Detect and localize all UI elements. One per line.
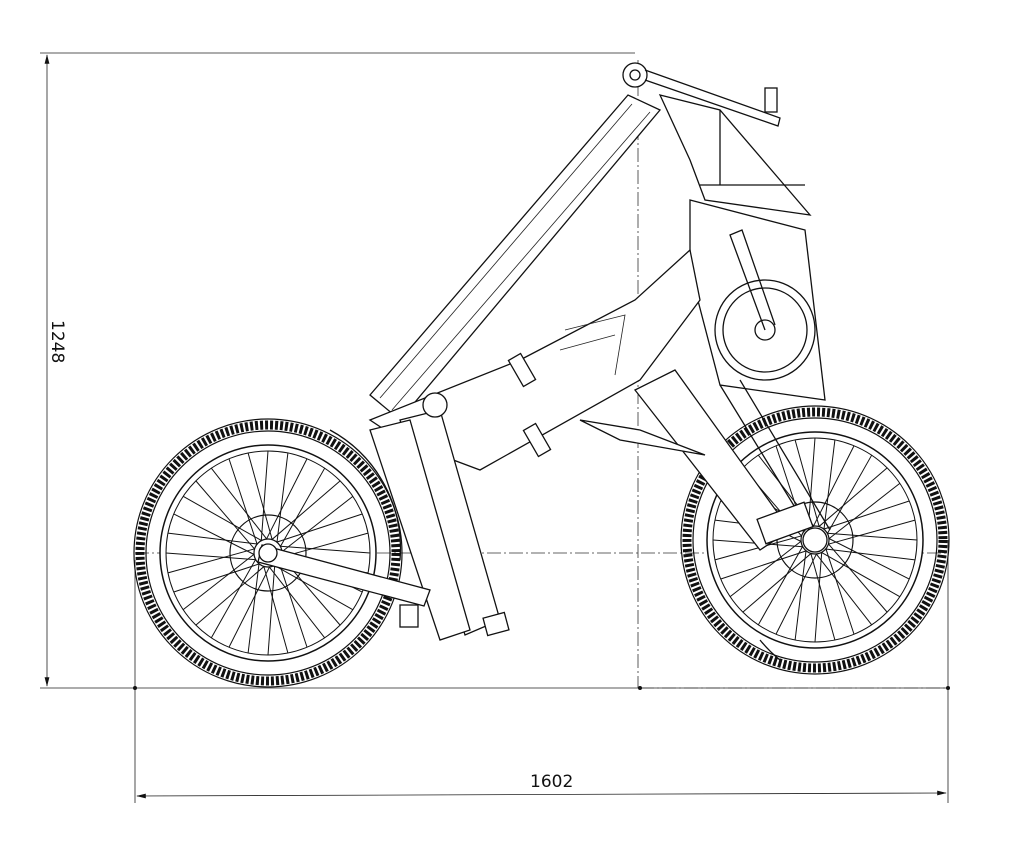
spoke: [823, 439, 836, 530]
reference-point: [133, 686, 137, 690]
chainring-axle: [754, 319, 776, 341]
spoke: [210, 559, 257, 639]
reference-point: [946, 686, 950, 690]
length-dimension-text: 1602: [530, 772, 573, 792]
crank-arm: [729, 229, 776, 331]
height-dimension-text: 1248: [47, 320, 67, 363]
brake-disc: [229, 514, 307, 592]
spoke: [729, 540, 802, 598]
front-axle: [258, 543, 278, 563]
rear-bracket: [579, 419, 706, 456]
spoke: [276, 452, 289, 543]
spoke: [720, 550, 807, 580]
reference-point: [638, 686, 642, 690]
tire-inner: [692, 417, 938, 663]
spoke: [826, 454, 873, 534]
seat-tube: [369, 419, 471, 641]
spoke: [274, 564, 354, 611]
upper-box: [658, 94, 812, 216]
spoke: [195, 480, 255, 550]
length-dimension: 1602: [134, 540, 949, 803]
spoke: [167, 548, 255, 574]
hinge-bolt: [629, 69, 641, 81]
spoke: [821, 551, 901, 598]
main-tube-detail: [379, 103, 651, 411]
spoke: [173, 563, 260, 593]
spoke: [167, 532, 258, 545]
spoke: [278, 561, 308, 648]
spoke: [228, 458, 258, 545]
spoke: [279, 467, 326, 547]
seat-post-end: [482, 611, 510, 637]
hinge: [622, 62, 648, 88]
spoke: [182, 553, 255, 611]
top-bar: [644, 69, 781, 127]
seat-clamp: [422, 392, 448, 418]
spoke: [260, 450, 269, 541]
spoke: [807, 437, 816, 528]
spoke: [263, 566, 289, 654]
spoke: [742, 553, 812, 613]
spoke: [267, 565, 276, 656]
spoke: [757, 546, 804, 626]
spoke: [266, 458, 308, 540]
spoke: [823, 500, 910, 530]
spoke: [828, 519, 916, 545]
spoke: [195, 566, 265, 626]
tire-outer: [133, 418, 403, 688]
spoke: [818, 467, 888, 527]
spoke: [828, 543, 888, 613]
spoke: [810, 553, 836, 641]
spoke: [165, 552, 256, 561]
spoke: [794, 439, 820, 527]
spoke: [775, 553, 817, 635]
tire-tread: [682, 407, 948, 673]
spoke: [280, 545, 371, 554]
spoke: [281, 495, 354, 553]
spoke: [271, 480, 341, 540]
rear-fender: [759, 639, 781, 661]
spoke: [228, 566, 270, 648]
spoke: [828, 482, 901, 540]
spoke: [827, 532, 918, 541]
spoke: [182, 495, 262, 542]
spoke: [276, 513, 363, 543]
tire-outer: [680, 405, 950, 675]
spoke: [825, 548, 855, 635]
length-dimension-line: [136, 790, 947, 799]
spoke: [173, 513, 255, 555]
spoke: [268, 566, 326, 639]
dropout-plate: [756, 501, 814, 545]
tube-clamp: [522, 422, 552, 458]
tire-tread: [135, 420, 401, 686]
arm-clamp: [399, 604, 419, 628]
spoke: [281, 532, 369, 558]
spoke: [247, 563, 260, 654]
spoke: [828, 538, 910, 580]
rear-axle: [802, 527, 828, 553]
spoke: [814, 552, 823, 643]
spoke: [815, 553, 873, 626]
upper-box-detail: [700, 110, 805, 186]
bike-frame: [257, 62, 831, 661]
chainring-inner: [722, 287, 808, 373]
spoke: [210, 467, 268, 540]
tube-clamp: [507, 352, 537, 388]
tire-inner: [145, 430, 391, 676]
spoke: [794, 550, 807, 641]
spoke: [247, 452, 273, 540]
spoke: [825, 548, 916, 561]
front-fender: [329, 429, 402, 561]
top-bar-end: [764, 87, 778, 113]
lower-frame-detail: [559, 314, 626, 376]
